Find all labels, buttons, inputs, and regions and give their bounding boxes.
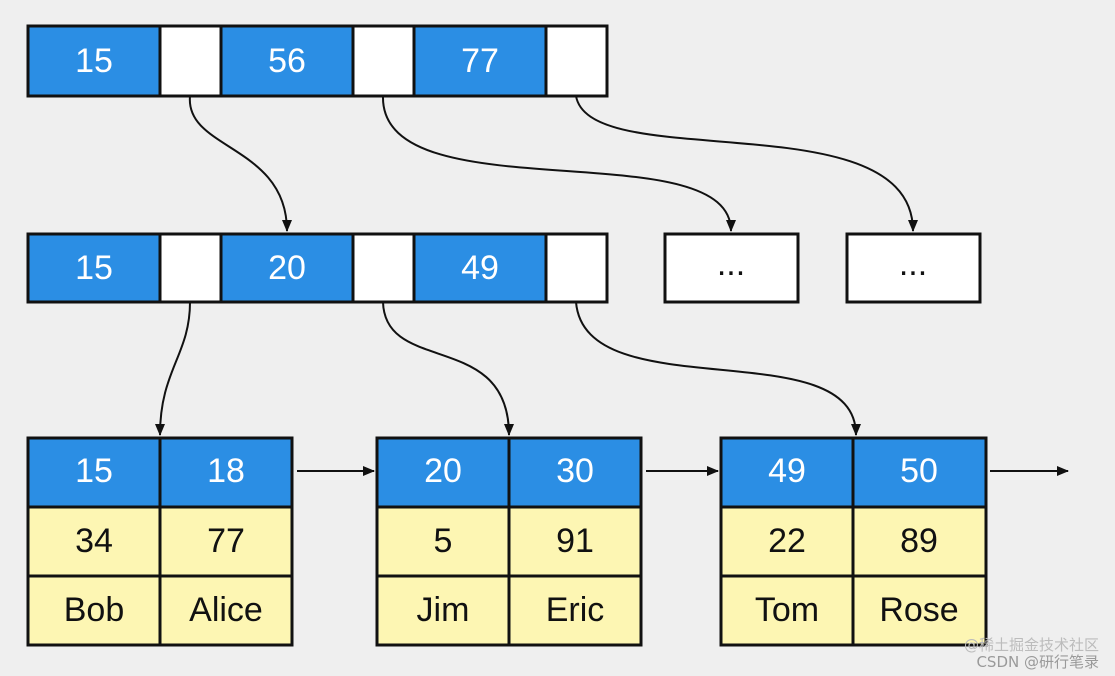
leaf-3-key-1: 49 [768, 452, 806, 490]
placeholder-ellipsis-2: ... [899, 245, 927, 283]
leaf-3-name-2: Rose [879, 591, 958, 629]
leaf-2-name-2: Eric [546, 591, 605, 629]
leaf-3-name-1: Tom [755, 591, 819, 629]
leaf-2-key-2: 30 [556, 452, 594, 490]
inner-key-cell-3 [412, 232, 548, 304]
inner-pointer-cell-1 [158, 232, 223, 304]
leaf-3-key-2: 50 [900, 452, 938, 490]
root-pointer-cell-2 [351, 24, 416, 98]
leaf-3-name-cell-1 [719, 574, 855, 647]
arrow-inner-to-leaf-1 [155, 301, 191, 436]
leaf-2-name-cell-1 [375, 574, 511, 647]
root-key-2: 56 [268, 42, 306, 80]
leaf-2-key-cell-2 [507, 436, 643, 509]
placeholder-node-2: ... [845, 232, 982, 304]
leaf-1-value-cell-2 [158, 505, 294, 578]
leaf-2-value-cell-2 [507, 505, 643, 578]
leaf-1-name-1: Bob [64, 591, 125, 629]
leaf-3-value-cell-1 [719, 505, 855, 578]
arrow-root-to-inner [188, 95, 292, 232]
leaf-2-value-cell-1 [375, 505, 511, 578]
placeholder-box-2 [845, 232, 982, 304]
root-key-cell-1 [26, 24, 162, 98]
leaf-1-key-cell-2 [158, 436, 294, 509]
placeholder-box-1 [663, 232, 800, 304]
leaf-2-name-1: Jim [417, 591, 470, 629]
arrow-inner-to-leaf-3 [575, 301, 861, 436]
leaf-1-key-1: 15 [75, 452, 113, 490]
leaf-1-value-2: 77 [207, 522, 245, 560]
root-key-3: 77 [461, 42, 499, 80]
leaf-node-1: 15 18 34 77 Bob Alice [26, 436, 294, 647]
arrow-inner-to-leaf-2 [382, 301, 514, 436]
leaf-3-key-cell-1 [719, 436, 855, 509]
leaf-3-value-1: 22 [768, 522, 806, 560]
root-key-cell-2 [219, 24, 355, 98]
inner-pointer-cell-3 [544, 232, 609, 304]
watermark-line-1: @稀土掘金技术社区 [963, 636, 1099, 654]
leaf-2-name-cell-2 [507, 574, 643, 647]
leaf-3-value-2: 89 [900, 522, 938, 560]
root-key-cell-3 [412, 24, 548, 98]
placeholder-node-1: ... [663, 232, 800, 304]
arrow-root-to-placeholder-2 [575, 95, 918, 232]
leaf-2-value-1: 5 [434, 522, 453, 560]
watermark-line-2: CSDN @研行笔录 [976, 653, 1099, 671]
leaf-2-key-1: 20 [424, 452, 462, 490]
leaf-2-value-2: 91 [556, 522, 594, 560]
placeholder-ellipsis-1: ... [717, 245, 745, 283]
inner-key-3: 49 [461, 249, 499, 287]
inner-key-2: 20 [268, 249, 306, 287]
leaf-3-value-cell-2 [851, 505, 988, 578]
inner-key-cell-2 [219, 232, 355, 304]
leaf-1-name-2: Alice [189, 591, 263, 629]
root-pointer-cell-1 [158, 24, 223, 98]
leaf-1-key-2: 18 [207, 452, 245, 490]
inner-key-1: 15 [75, 249, 113, 287]
leaf-1-value-1: 34 [75, 522, 113, 560]
leaf-node-2: 20 30 5 91 Jim Eric [375, 436, 643, 647]
root-node: 15 56 77 [26, 24, 609, 98]
inner-node: 15 20 49 [26, 232, 609, 304]
root-key-1: 15 [75, 42, 113, 80]
inner-pointer-cell-2 [351, 232, 416, 304]
leaf-1-name-cell-2 [158, 574, 294, 647]
leaf-node-3: 49 50 22 89 Tom Rose [719, 436, 988, 647]
root-pointer-cell-3 [544, 24, 609, 98]
leaf-1-name-cell-1 [26, 574, 162, 647]
arrow-root-to-placeholder-1 [381, 95, 736, 232]
leaf-3-key-cell-2 [851, 436, 988, 509]
leaf-3-name-cell-2 [851, 574, 988, 647]
